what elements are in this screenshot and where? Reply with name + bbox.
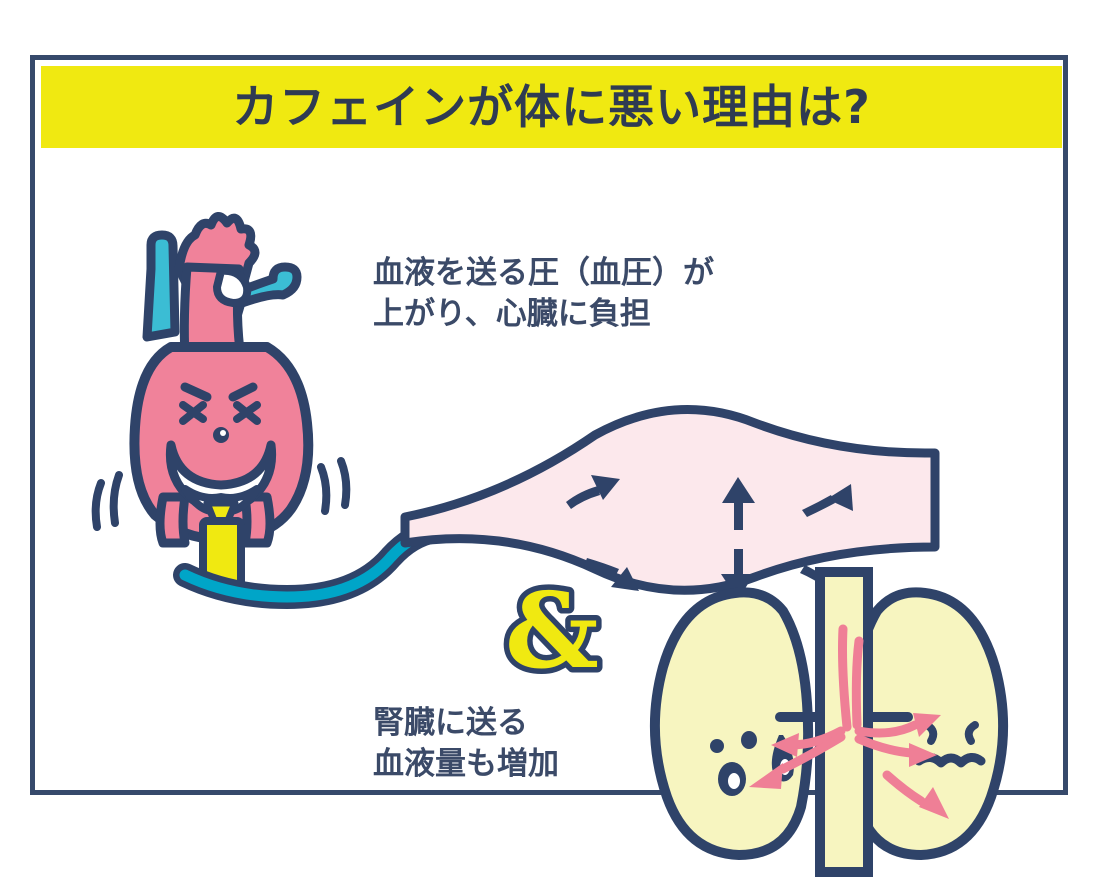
caption-heart: 血液を送る圧（血圧）が 上がり、心臓に負担: [373, 255, 714, 333]
illustration-area: &: [35, 148, 1063, 877]
kidney-arrow-left-2-head: [749, 763, 783, 789]
caption-kidney: 腎臓に送る 血液量も増加: [373, 705, 559, 783]
vessel-arrow-up-left-head: [591, 475, 620, 500]
heart-brow-right: [228, 382, 258, 402]
vessel-arrow-down-head: [721, 574, 754, 600]
kidney-left-mouth-inner: [728, 773, 740, 789]
kidney-central-vessel-front: [815, 567, 873, 877]
tube-fill: [179, 517, 445, 603]
kidney-left: [649, 587, 814, 860]
kidney-left-eye-1: [710, 739, 724, 753]
title-banner: カフェインが体に悪い理由は?: [41, 66, 1062, 148]
kidney-right: [846, 587, 1009, 860]
heart-aorta-trunk: [179, 262, 246, 364]
vessel-wall: [400, 405, 940, 595]
vessel-arrow-up-shaft: [734, 497, 743, 530]
kidney-right-eye-2: [964, 721, 979, 745]
vessel-arrow-group: [566, 475, 853, 600]
heart-mouth: [165, 440, 277, 513]
kidney-arrow-right-1-head: [913, 713, 941, 737]
heart-nose-highlight: [220, 430, 226, 436]
kidney-central-vessel: [815, 567, 873, 877]
blood-vessel-illustration: [400, 405, 940, 600]
heart-leg-left: [155, 492, 190, 548]
kidney-arrow-right-2-shaft: [854, 734, 916, 758]
heart-eye-right: [233, 401, 261, 425]
heart-illustration: [91, 212, 351, 589]
kidney-arrow-left-1-head: [771, 733, 799, 757]
vessel-arrow-up-right-head: [827, 484, 853, 511]
vessel-arrow-down-right-shaft: [800, 565, 831, 588]
heart-vein-right: [200, 262, 302, 360]
heart-nose: [213, 427, 229, 443]
kidney-arrow-right-3-shaft: [882, 770, 926, 806]
vessel-arrow-up-right-shaft: [802, 495, 835, 517]
kidney-arrow-right-3-head: [919, 787, 949, 819]
kidney-left-sweat-highlight: [780, 759, 790, 775]
page-title: カフェインが体に悪い理由は?: [232, 80, 871, 134]
heart-leg-right: [240, 492, 275, 548]
heart-vein-left: [142, 230, 180, 342]
heart-motion-line-1: [109, 471, 123, 527]
ampersand-symbol: &: [500, 564, 605, 698]
kidney-right-mouth: [914, 753, 986, 768]
heart-aorta-hole: [213, 266, 252, 307]
kidney-arrow-group: [749, 624, 949, 819]
heart-brow-left: [180, 382, 212, 402]
heart-motion-line-4: [337, 457, 351, 509]
artery-tube-illustration: [173, 511, 451, 610]
heart-motion-line-3: [317, 463, 331, 515]
kidney-left-sweat-drop: [771, 735, 794, 782]
heart-aorta: [174, 212, 260, 306]
kidney-arrow-left-2-shaft: [778, 732, 846, 774]
heart-eye-left: [179, 401, 207, 425]
vessel-arrow-down-left-head: [611, 567, 639, 591]
heart-body: [129, 342, 314, 545]
kidneys-illustration: [649, 567, 1009, 877]
kidney-artery-trunk-2: [851, 636, 864, 730]
vessel-arrow-up-head: [722, 477, 755, 503]
heart-motion-line-2: [91, 479, 105, 531]
vessel-arrow-down-right-head: [824, 572, 853, 597]
tube-outline: [173, 511, 451, 610]
kidney-right-eye-1: [923, 721, 938, 745]
heart-valve-top: [203, 499, 239, 527]
vessel-arrow-up-left-shaft: [566, 486, 600, 509]
kidney-left-eye-2: [741, 731, 757, 749]
poster-frame: カフェインが体に悪い理由は?: [30, 55, 1068, 877]
kidney-arrow-right-1-shaft: [854, 720, 920, 738]
heart-teeth: [181, 485, 261, 516]
kidney-left-mouth: [718, 762, 746, 796]
vessel-arrow-down-shaft: [734, 549, 743, 579]
ampersand-glyph: &: [505, 569, 599, 692]
kidney-arrow-right-2-head: [909, 743, 937, 767]
kidney-arrow-left-1-shaft: [786, 726, 846, 750]
heart-valve-body: [199, 517, 245, 589]
kidney-artery-trunk-1: [838, 624, 852, 732]
vessel-arrow-down-left-shaft: [584, 558, 619, 577]
infographic-poster: カフェインが体に悪い理由は?: [30, 55, 1068, 877]
